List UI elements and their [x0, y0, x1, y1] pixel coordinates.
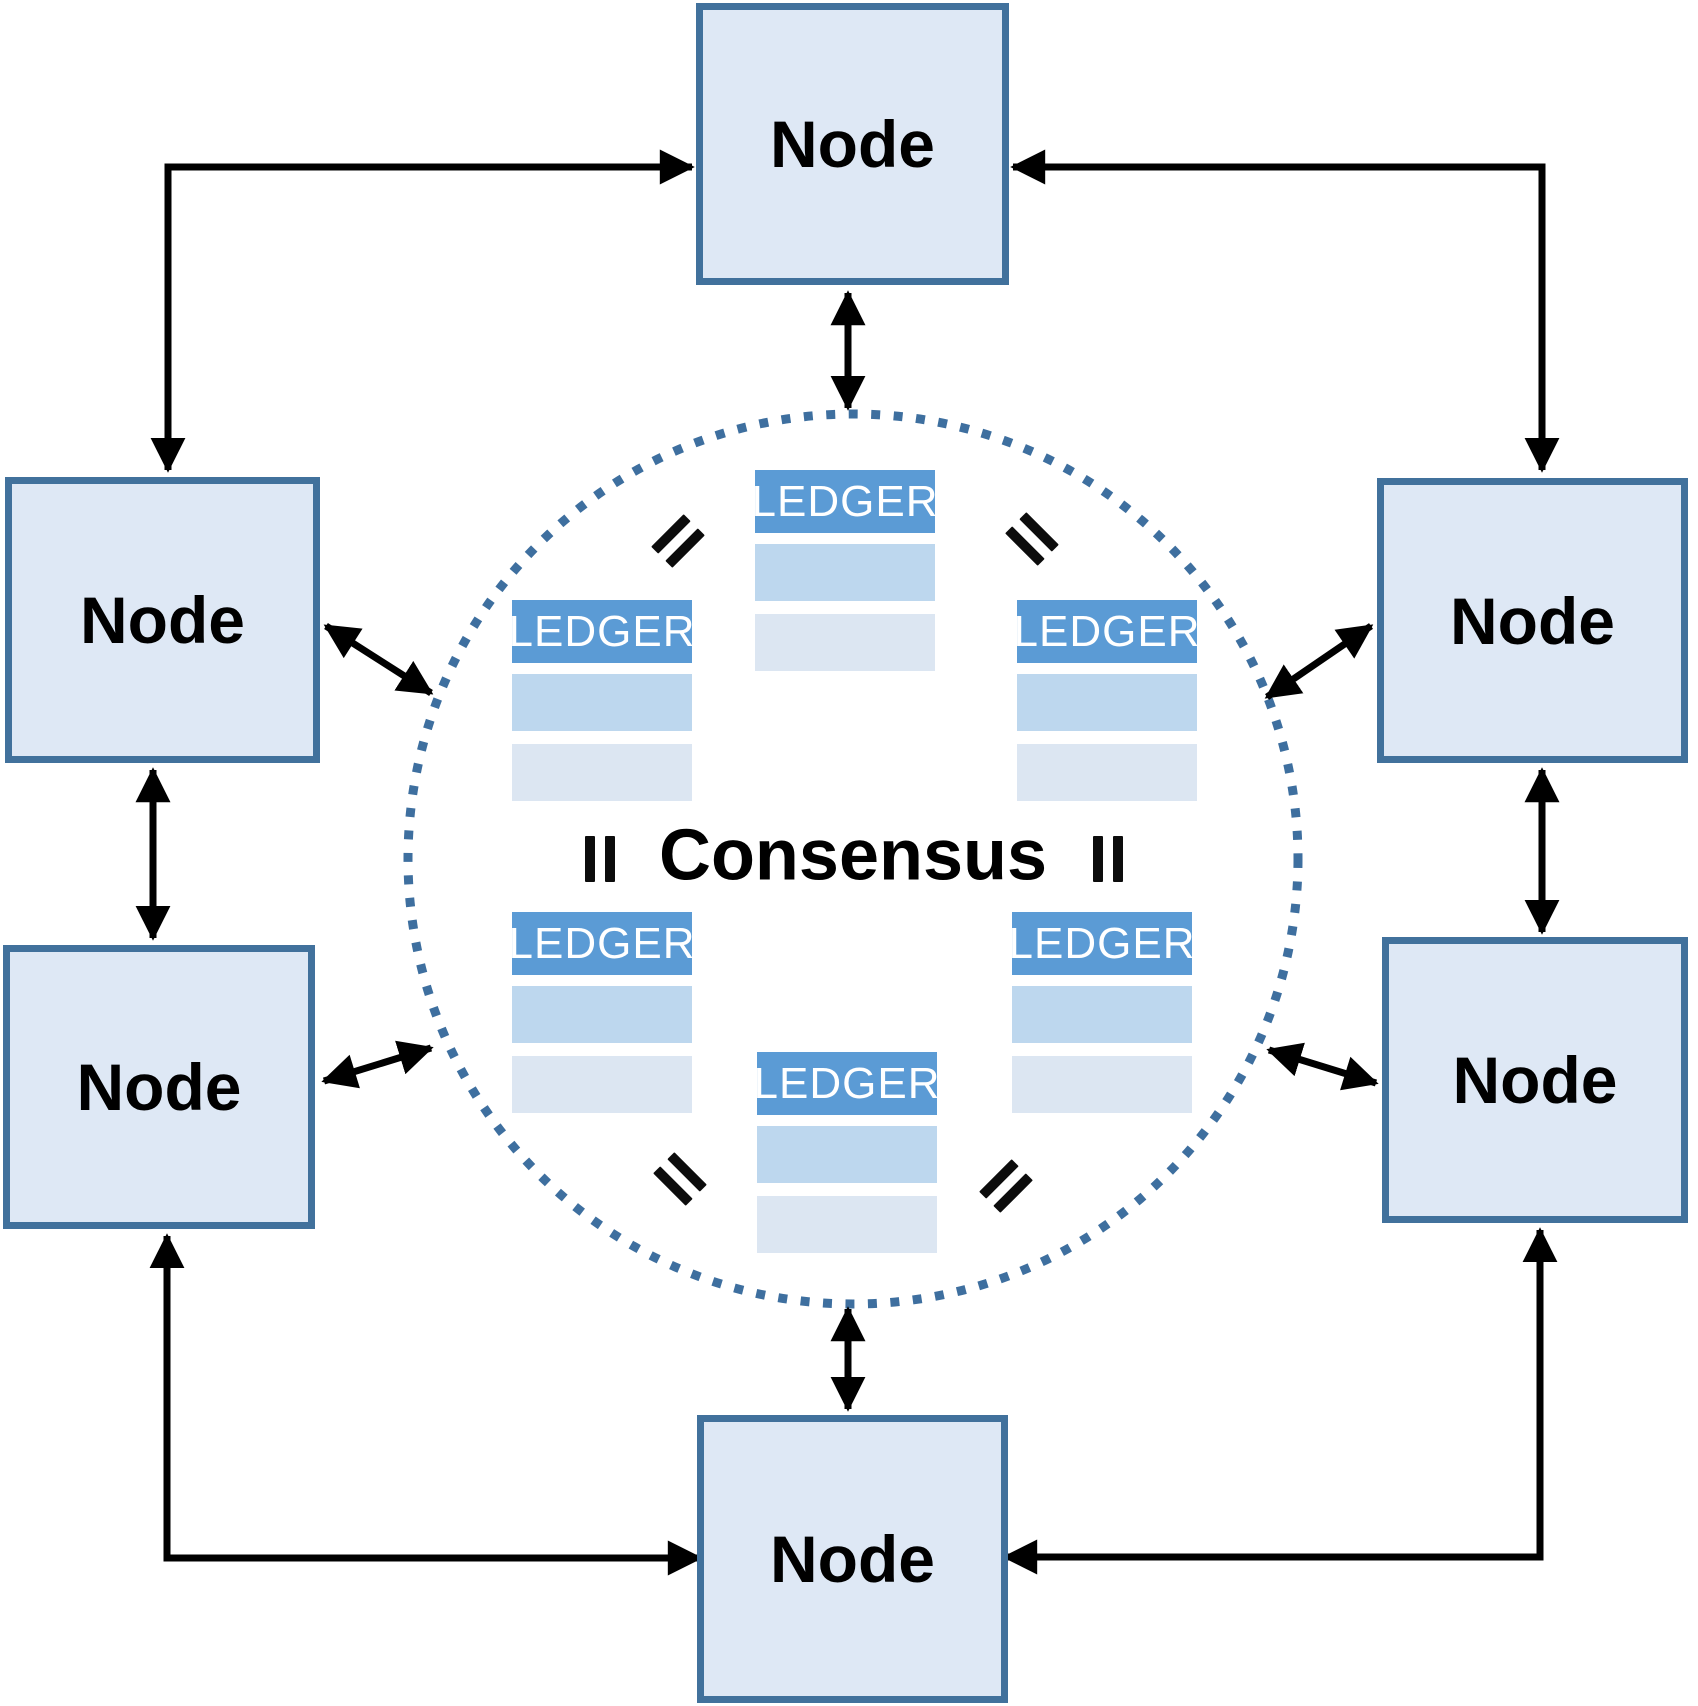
consensus-circle	[403, 409, 1303, 1309]
ledger-upper-left: LEDGER	[509, 600, 694, 801]
node-box-left-lower: Node	[3, 945, 315, 1229]
ledger-upper-right: LEDGER	[1014, 600, 1199, 801]
ledger-title: LEDGER	[1009, 912, 1194, 975]
node-box-left-upper: Node	[5, 477, 320, 763]
ledger-title: LEDGER	[509, 600, 694, 663]
ledger-row	[755, 544, 935, 601]
arrow-leftlower-node-circle	[321, 1040, 434, 1089]
node-label: Node	[1450, 583, 1615, 658]
arrow-rightlower-node-circle	[1266, 1042, 1379, 1091]
node-box-right-upper: Node	[1377, 478, 1688, 763]
arrow-rightupper-to-top	[1010, 149, 1560, 473]
arrow-leftlower-to-bottom	[149, 1233, 703, 1576]
arrow-leftupper-node-circle	[323, 623, 434, 696]
node-box-top: Node	[696, 3, 1009, 285]
ledger-row	[755, 614, 935, 671]
node-label: Node	[76, 1050, 242, 1124]
equals-icon-right	[1093, 836, 1123, 882]
ledger-row	[512, 1056, 692, 1113]
arrow-rightlower-to-bottom	[1002, 1227, 1558, 1575]
ledger-row	[1017, 674, 1197, 731]
ledger-title: LEDGER	[752, 470, 937, 533]
arrow-rightupper-node-circle	[1264, 623, 1374, 700]
node-label: Node	[1452, 1043, 1618, 1117]
ledger-title: LEDGER	[1014, 600, 1199, 663]
ledger-lower-left: LEDGER	[509, 912, 694, 1113]
node-box-right-lower: Node	[1382, 937, 1688, 1223]
ledger-bottom-center: LEDGER	[754, 1052, 939, 1253]
ledger-row	[1012, 1056, 1192, 1113]
ledger-row	[1017, 744, 1197, 801]
node-label: Node	[80, 583, 245, 657]
ledger-row	[512, 744, 692, 801]
consensus-label: Consensus	[658, 815, 1048, 896]
ledger-title: LEDGER	[754, 1052, 939, 1115]
ledger-title: LEDGER	[509, 912, 694, 975]
node-label: Node	[770, 107, 935, 181]
ledger-top-center: LEDGER	[752, 470, 937, 671]
ledger-row	[512, 986, 692, 1043]
node-box-bottom: Node	[697, 1415, 1008, 1703]
node-label: Node	[770, 1522, 935, 1596]
ledger-row	[757, 1126, 937, 1183]
arrow-leftupper-to-top	[150, 149, 695, 473]
ledger-row	[512, 674, 692, 731]
equals-icon-left	[585, 836, 615, 882]
ledger-row	[757, 1196, 937, 1253]
ledger-lower-right: LEDGER	[1009, 912, 1194, 1113]
ledger-row	[1012, 986, 1192, 1043]
